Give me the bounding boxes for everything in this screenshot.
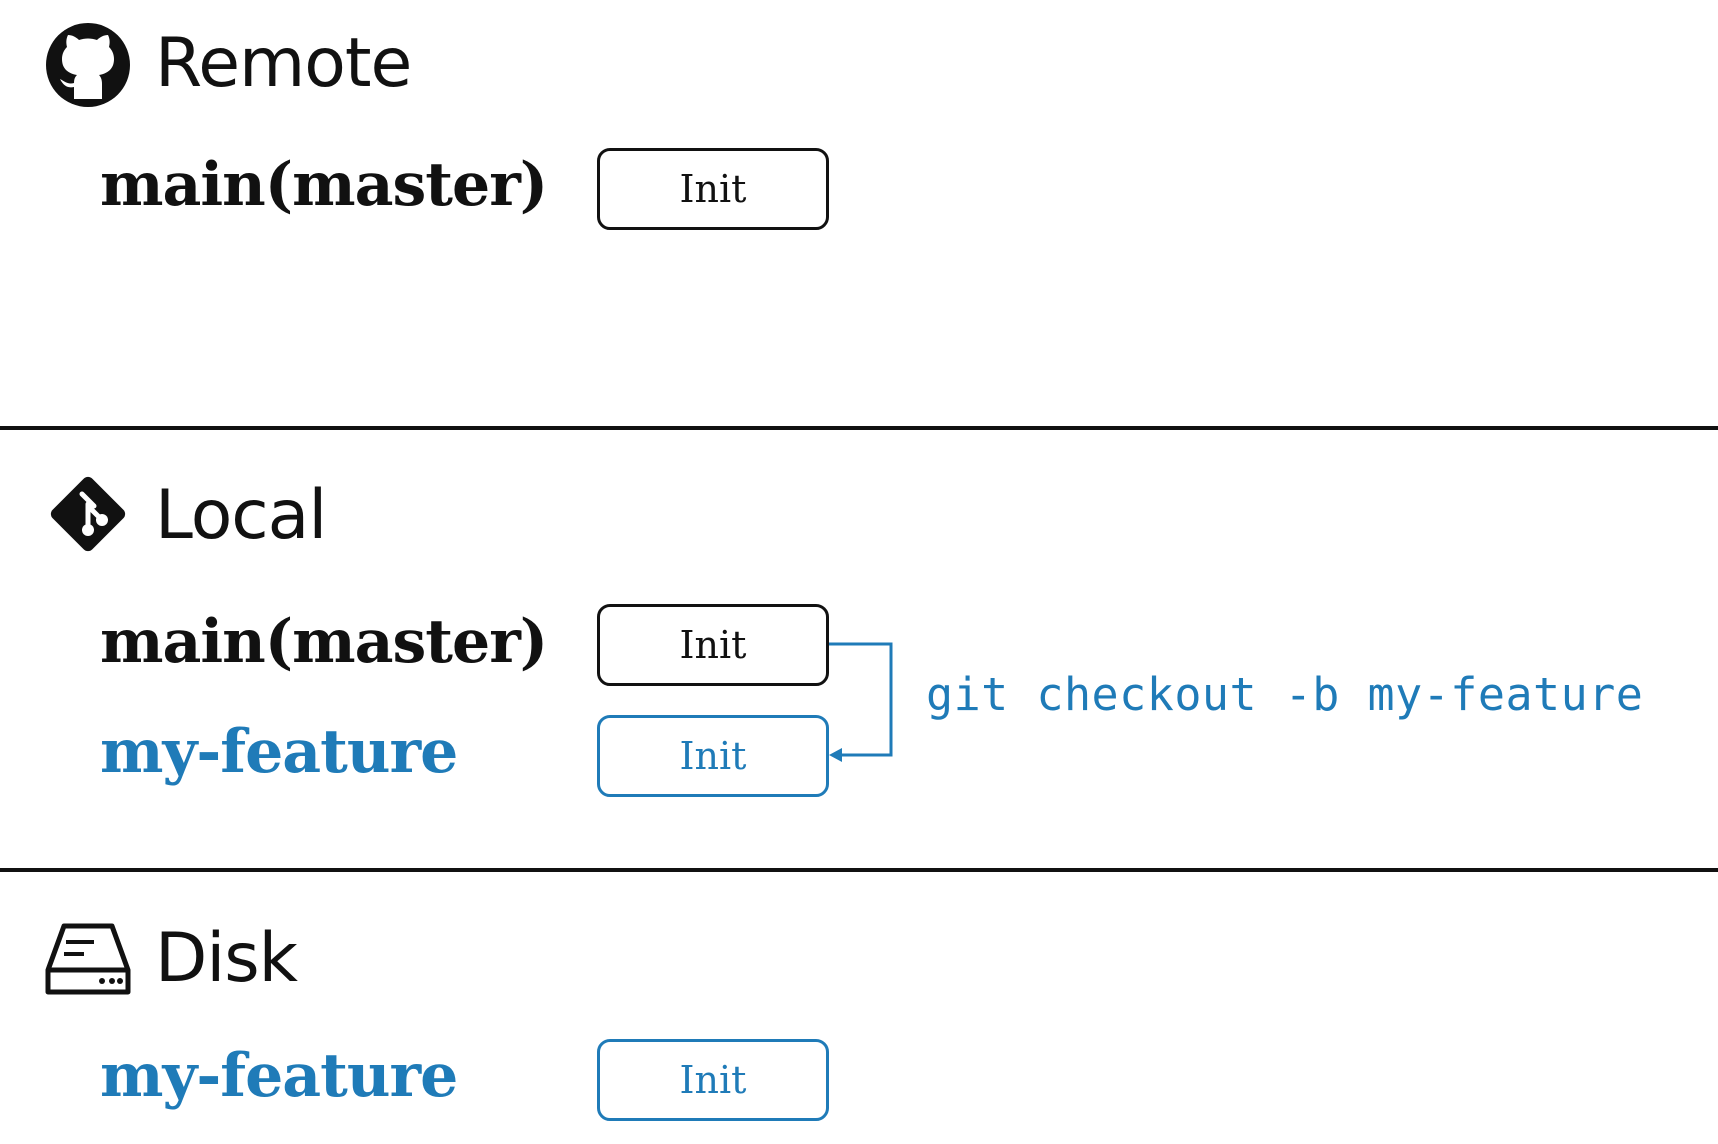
commit-box-local-my-feature: Init: [597, 715, 829, 797]
commit-label: Init: [679, 167, 747, 211]
section-title-disk: Disk: [155, 919, 298, 998]
commit-label: Init: [679, 1058, 747, 1102]
git-command-annotation: git checkout -b my-feature: [926, 668, 1644, 721]
commit-box-local-main: Init: [597, 604, 829, 686]
section-divider: [0, 426, 1718, 430]
github-icon: [44, 21, 132, 109]
commit-box-remote-main: Init: [597, 148, 829, 230]
hard-drive-icon: [44, 912, 132, 1000]
section-title-remote: Remote: [155, 24, 412, 103]
commit-label: Init: [679, 623, 747, 667]
section-title-local: Local: [155, 476, 327, 555]
git-icon: [44, 470, 132, 558]
branch-label-local-main: main(master): [100, 607, 548, 677]
branch-label-local-my-feature: my-feature: [100, 717, 458, 787]
branch-label-remote-main: main(master): [100, 150, 548, 220]
commit-label: Init: [679, 734, 747, 778]
section-divider: [0, 868, 1718, 872]
commit-box-disk-my-feature: Init: [597, 1039, 829, 1121]
branch-label-disk-my-feature: my-feature: [100, 1041, 458, 1111]
